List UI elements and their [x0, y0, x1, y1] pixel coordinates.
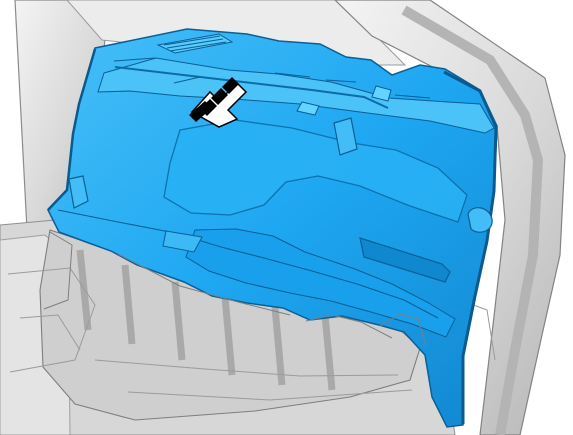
trim-upper-ridge: [114, 66, 389, 109]
upper-rear-clip: [296, 101, 320, 116]
cargo-hook-left: [68, 175, 89, 209]
trim-left-lower-edge: [57, 209, 439, 319]
trim-lower-shelf: [185, 228, 456, 338]
trim-panel-main-shape: [47, 28, 498, 428]
vent-grille-lines: [163, 35, 227, 52]
storage-slot: [359, 237, 451, 283]
upper-right-clip: [371, 85, 392, 102]
right-door-inner-edge: [401, 5, 544, 435]
floor-ribs: [76, 249, 336, 391]
cargo-area-side-trim-panel: [47, 28, 498, 428]
arrow-direction-icon: [189, 77, 248, 128]
foreground-details: [43, 231, 427, 347]
cargo-hook-center: [333, 117, 358, 156]
upper-rail-lines: [113, 57, 431, 99]
round-lamp: [467, 207, 493, 233]
lower-rear-bracket: [162, 230, 203, 253]
trim-rear-rim: [47, 48, 97, 211]
